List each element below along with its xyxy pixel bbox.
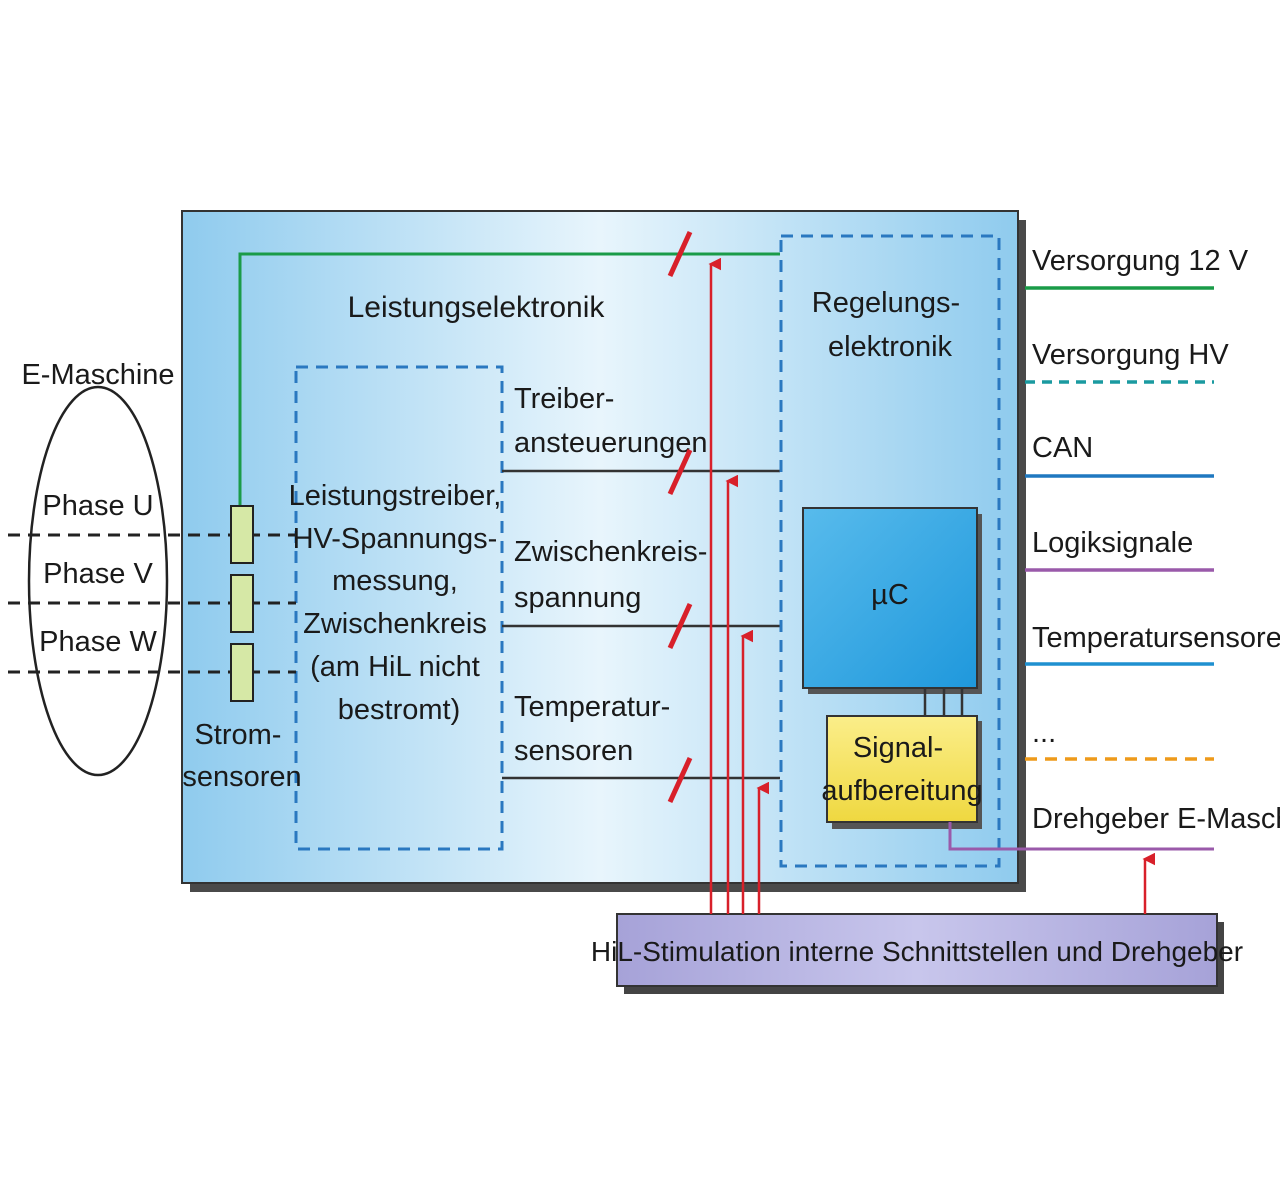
control-electronics-title: Regelungs- elektronik — [812, 287, 968, 363]
interface-label-can: CAN — [1032, 432, 1093, 464]
control-electronics-dashed-box — [779, 234, 1001, 868]
interface-label-hv: Versorgung HV — [1032, 339, 1229, 371]
phase-v-label: Phase V — [43, 558, 153, 590]
machine-title: E-Maschine — [21, 359, 174, 391]
phase-u-label: Phase U — [42, 490, 153, 522]
interface-label-resolver: Drehgeber E-Maschine — [1032, 803, 1280, 835]
break-slash-dc-link — [667, 602, 693, 650]
supply-12v-trace — [238, 252, 780, 505]
signal-label-driver: Treiber- ansteuerungen — [514, 383, 708, 459]
current-sensor-v — [230, 574, 254, 633]
mcu-label: µC — [871, 579, 909, 611]
interface-label-12v: Versorgung 12 V — [1032, 245, 1249, 277]
signal-conditioning-label: Signal- aufbereitung — [821, 732, 982, 807]
signal-label-dc-link: Zwischenkreis- spannung — [514, 536, 715, 614]
power-electronics-title: Leistungselektronik — [348, 291, 606, 324]
interface-label-temperature: Temperatursensoren — [1032, 622, 1280, 654]
current-sensors-label: Strom- sensoren — [182, 719, 301, 793]
signal-conditioning-block — [826, 715, 978, 823]
hil-bar-label: HiL-Stimulation interne Schnittstellen u… — [591, 936, 1243, 967]
machine-ellipse — [27, 385, 169, 777]
driver-block-text: Leistungstreiber, HV-Spannungs- messung,… — [289, 480, 510, 726]
interface-label-more: ... — [1032, 717, 1056, 749]
break-slash-driver — [667, 448, 693, 496]
signal-label-temperature: Temperatur- sensoren — [514, 691, 678, 767]
resolver-line — [948, 822, 1214, 851]
hil-stimulation-bar — [616, 913, 1218, 987]
current-sensor-w — [230, 643, 254, 702]
interface-label-logic: Logiksignale — [1032, 527, 1193, 559]
driver-dashed-box — [294, 365, 504, 851]
current-sensor-u — [230, 505, 254, 564]
mcu-block — [802, 507, 978, 689]
break-slash-supply — [667, 230, 693, 278]
break-slash-temperature — [667, 756, 693, 804]
phase-w-label: Phase W — [39, 626, 157, 658]
